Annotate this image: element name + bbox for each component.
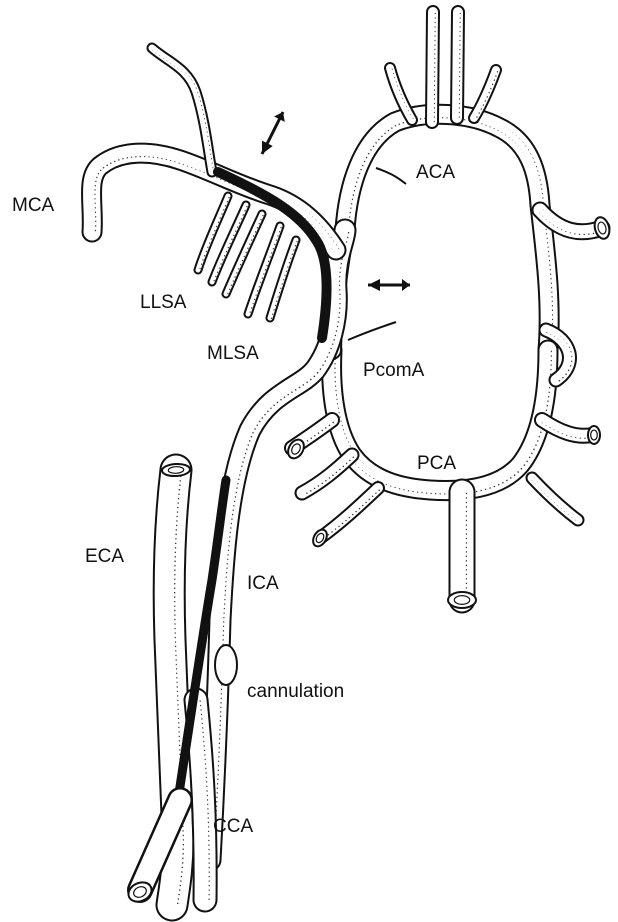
- label-cannulation: cannulation: [247, 682, 344, 701]
- label-cca: CCA: [213, 817, 253, 836]
- aca-stem-right: [457, 12, 459, 119]
- aca-ring-vessel: [345, 114, 550, 351]
- pca-left-branch: [302, 455, 353, 494]
- pca-lower-right-branch: [532, 478, 579, 521]
- right-upper-branch: [540, 210, 603, 233]
- label-mlsa: MLSA: [207, 344, 259, 363]
- arrow-mca-occlusion: [262, 112, 285, 154]
- label-llsa: LLSA: [140, 293, 186, 312]
- aca-notch-mark: [376, 168, 406, 184]
- pca-lower-left-branch: [320, 488, 379, 539]
- cca-vessel: [196, 700, 206, 901]
- label-ica: ICA: [247, 574, 279, 593]
- label-eca: ECA: [85, 547, 124, 566]
- pcoma-notch-mark: [348, 322, 396, 340]
- label-pca: PCA: [417, 454, 456, 473]
- eca-top-cap: [162, 463, 191, 476]
- pca-trunk-down: [462, 492, 463, 601]
- cannulation-site: [215, 645, 237, 685]
- label-pcoma: PcomA: [363, 361, 424, 380]
- label-aca: ACA: [416, 163, 455, 182]
- arrow-ica-occlusion: [368, 279, 410, 291]
- right-lower-branch-cap: [588, 426, 600, 444]
- pca-trunk-cap: [448, 592, 476, 608]
- aca-stem-left: [432, 12, 434, 123]
- label-mca: MCA: [12, 196, 54, 215]
- right-lower-branch: [542, 420, 593, 437]
